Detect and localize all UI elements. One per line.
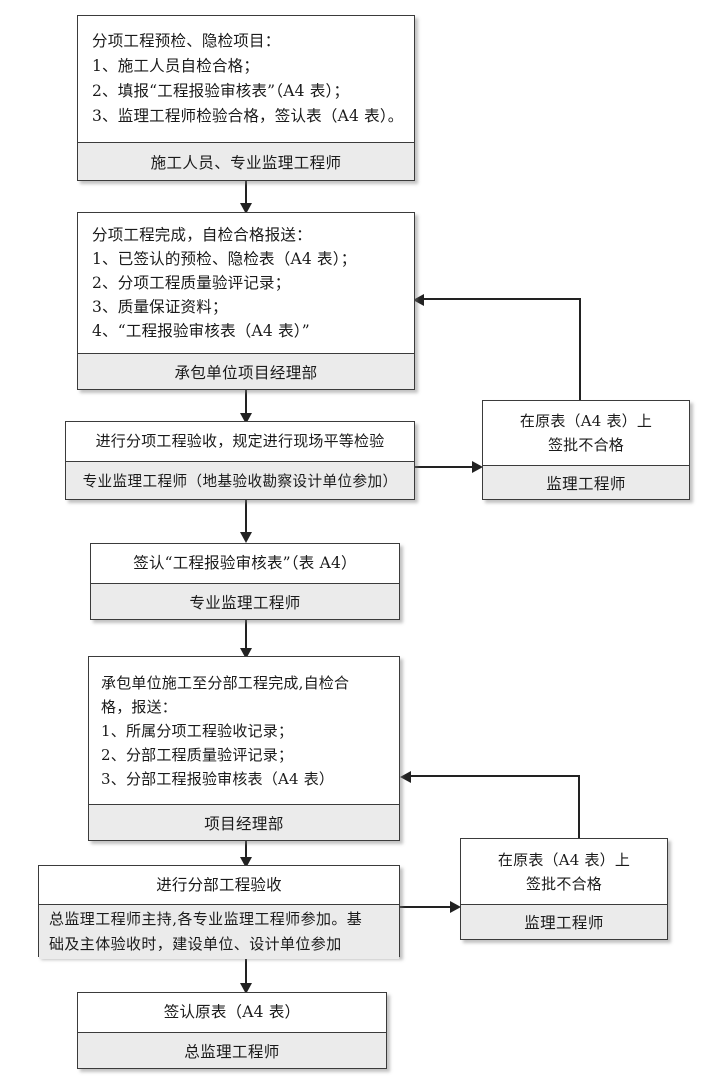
node-reject-division-body: 在原表（A4 表）上 签批不合格 <box>461 839 667 904</box>
node-division-complete-submit-actor: 项目经理部 <box>89 804 399 840</box>
node-line: 1、所属分项工程验收记录； <box>101 721 294 740</box>
connector-n6-to-reject2 <box>400 906 456 908</box>
node-division-complete-submit[interactable]: 承包单位施工至分部工程完成,自检合 格，报送： 1、所属分项工程验收记录； 2、… <box>88 656 400 841</box>
node-division-acceptance[interactable]: 进行分部工程验收 总监理工程师主持,各专业监理工程师参加。基 础及主体验收时，建… <box>38 865 400 959</box>
connector-reject1-feedback-stem <box>579 298 581 400</box>
node-line: 2、填报“工程报验审核表”（A4 表）； <box>92 82 350 100</box>
connector-n3-to-n4-stem <box>245 500 247 536</box>
node-line: 1、施工人员自检合格； <box>92 57 260 75</box>
node-subitem-complete-submit-actor: 承包单位项目经理部 <box>78 353 414 389</box>
node-reject-subitem-actor: 监理工程师 <box>483 465 689 499</box>
node-line: 3、分部工程报验审核表（A4 表） <box>101 769 335 788</box>
node-line: 在原表（A4 表）上 <box>519 412 653 430</box>
node-subitem-acceptance-body: 进行分项工程验收，规定进行现场平等检验 <box>66 422 414 461</box>
arrowhead-n4-to-n5 <box>239 648 252 659</box>
connector-n2-to-n3-stem <box>245 390 247 421</box>
node-reject-division[interactable]: 在原表（A4 表）上 签批不合格 监理工程师 <box>460 838 668 940</box>
actor-label: 项目经理部 <box>204 814 284 833</box>
node-line: 进行分项工程验收，规定进行现场平等检验 <box>95 432 385 450</box>
node-line: 承包单位施工至分部工程完成,自检合 <box>101 673 350 692</box>
node-sign-review-form[interactable]: 签认“工程报验审核表”（表 A4） 专业监理工程师 <box>90 543 400 620</box>
arrowhead-n3-to-n4 <box>239 532 252 543</box>
arrowhead-n6-to-n7 <box>239 983 252 994</box>
node-line: 在原表（A4 表）上 <box>497 850 631 869</box>
node-sign-review-form-actor: 专业监理工程师 <box>91 583 399 619</box>
connector-reject2-feedback-run <box>411 775 580 777</box>
arrowhead-reject2-to-n5 <box>400 770 411 783</box>
node-subitem-acceptance[interactable]: 进行分项工程验收，规定进行现场平等检验 专业监理工程师（地基验收勘察设计单位参加… <box>65 421 415 500</box>
node-line: 分项工程预检、隐检项目： <box>92 32 281 50</box>
connector-n4-to-n5-stem <box>245 620 247 652</box>
node-sign-original-form-body: 签认原表（A4 表） <box>78 993 386 1032</box>
arrowhead-n2-to-n3 <box>239 413 252 424</box>
connector-n5-to-n6-stem <box>245 841 247 865</box>
node-line: 分项工程完成，自检合格报送： <box>92 226 312 244</box>
node-line: 4、“工程报验审核表（A4 表）” <box>92 322 310 340</box>
node-line: 签认原表（A4 表） <box>163 1003 301 1021</box>
node-line: 3、质量保证资料； <box>92 298 228 316</box>
actor-label: 专业监理工程师 <box>189 593 301 612</box>
actor-label: 承包单位项目经理部 <box>174 363 318 382</box>
node-reject-division-actor: 监理工程师 <box>461 904 667 939</box>
arrowhead-n3-to-reject1 <box>472 460 483 473</box>
node-sign-review-form-body: 签认“工程报验审核表”（表 A4） <box>91 544 399 583</box>
connector-n6-to-n7-stem <box>245 957 247 987</box>
node-line: 签认“工程报验审核表”（表 A4） <box>133 554 357 572</box>
node-division-complete-submit-body: 承包单位施工至分部工程完成,自检合 格，报送： 1、所属分项工程验收记录； 2、… <box>89 657 399 804</box>
node-line: 格，报送： <box>101 697 178 716</box>
node-line: 2、分部工程质量验评记录； <box>101 745 294 764</box>
arrowhead-n5-to-n6 <box>239 857 252 868</box>
node-line: 进行分部工程验收 <box>156 875 282 894</box>
node-division-acceptance-actor: 总监理工程师主持,各专业监理工程师参加。基 础及主体验收时，建设单位、设计单位参… <box>39 904 399 959</box>
actor-label: 总监理工程师 <box>184 1042 280 1061</box>
node-subitem-acceptance-actor: 专业监理工程师（地基验收勘察设计单位参加） <box>66 461 414 499</box>
arrowhead-reject1-to-n2 <box>413 293 424 306</box>
actor-label: 专业监理工程师（地基验收勘察设计单位参加） <box>82 473 398 490</box>
node-line: 3、监理工程师检验合格，签认表（A4 表）。 <box>92 107 404 125</box>
node-line: 签批不合格 <box>547 436 624 454</box>
node-subitem-precheck-actor: 施工人员、专业监理工程师 <box>78 142 414 180</box>
actor-label: 监理工程师 <box>524 914 604 932</box>
node-division-acceptance-body: 进行分部工程验收 <box>39 866 399 904</box>
actor-label: 础及主体验收时，建设单位、设计单位参加 <box>49 935 342 953</box>
actor-label: 监理工程师 <box>546 474 626 493</box>
connector-reject2-feedback-stem <box>578 775 580 839</box>
node-subitem-complete-submit[interactable]: 分项工程完成，自检合格报送： 1、已签认的预检、隐检表（A4 表）； 2、分项工… <box>77 212 415 390</box>
node-line: 2、分项工程质量验评记录； <box>92 274 291 292</box>
node-subitem-complete-submit-body: 分项工程完成，自检合格报送： 1、已签认的预检、隐检表（A4 表）； 2、分项工… <box>78 213 414 353</box>
connector-reject1-feedback-run <box>424 298 581 300</box>
node-line: 签批不合格 <box>525 874 602 893</box>
node-reject-subitem[interactable]: 在原表（A4 表）上 签批不合格 监理工程师 <box>482 400 690 500</box>
node-sign-original-form-actor: 总监理工程师 <box>78 1032 386 1068</box>
node-sign-original-form[interactable]: 签认原表（A4 表） 总监理工程师 <box>77 992 387 1069</box>
connector-n1-to-n2-stem <box>245 181 247 209</box>
node-subitem-precheck-body: 分项工程预检、隐检项目： 1、施工人员自检合格； 2、填报“工程报验审核表”（A… <box>78 16 414 142</box>
node-subitem-precheck[interactable]: 分项工程预检、隐检项目： 1、施工人员自检合格； 2、填报“工程报验审核表”（A… <box>77 15 415 181</box>
arrowhead-n1-to-n2 <box>239 203 252 214</box>
arrowhead-n6-to-reject2 <box>450 900 461 913</box>
node-line: 1、已签认的预检、隐检表（A4 表）； <box>92 250 357 268</box>
connector-n3-to-reject1 <box>415 466 477 468</box>
actor-label: 总监理工程师主持,各专业监理工程师参加。基 <box>49 910 363 928</box>
actor-label: 施工人员、专业监理工程师 <box>150 153 342 172</box>
node-reject-subitem-body: 在原表（A4 表）上 签批不合格 <box>483 401 689 465</box>
